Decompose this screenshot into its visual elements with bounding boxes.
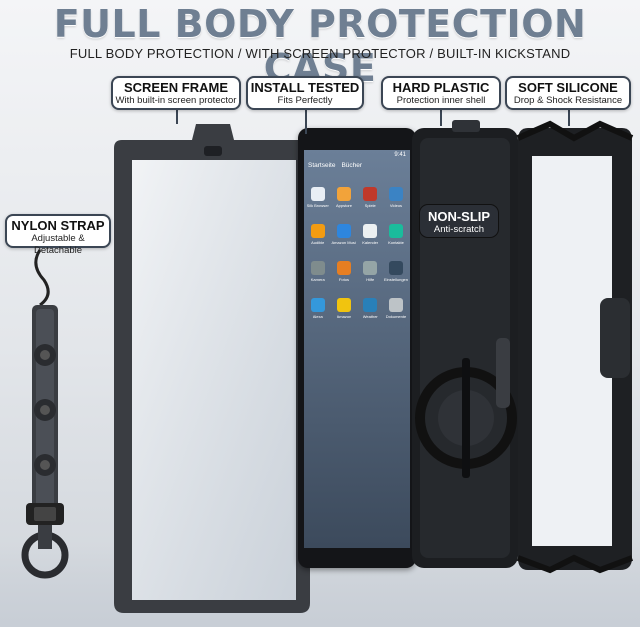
app-icon	[336, 187, 351, 201]
app-tile: Kontakte	[384, 224, 408, 245]
hard-plastic-shell-image	[412, 120, 518, 568]
app-label: Silk Browser	[306, 203, 329, 208]
app-icon	[388, 224, 403, 238]
tablet-image: 9:41 Startseite Bücher Silk Browser Appst…	[298, 128, 416, 568]
app-icon	[310, 187, 325, 201]
app-label: Spiele	[364, 203, 376, 208]
tab-buecher: Bücher	[341, 162, 363, 169]
app-label: Amazon	[336, 314, 352, 319]
app-icon	[388, 187, 403, 201]
sub-headline: FULL BODY PROTECTION / WITH SCREEN PROTE…	[69, 46, 571, 61]
tab-startseite: Startseite	[308, 162, 336, 169]
app-tile: Einstellungen	[384, 261, 408, 282]
app-tile: Amazon	[331, 298, 356, 319]
screen-frame-pointer	[176, 106, 178, 124]
app-tile: Videos	[384, 187, 408, 208]
app-tile: Dokumente	[384, 298, 408, 319]
app-tile: Weather	[358, 298, 381, 319]
install-tested-pointer	[305, 106, 307, 134]
screen-frame-image	[114, 124, 312, 613]
app-label: Weather	[362, 314, 378, 319]
app-tile: Alexa	[306, 298, 329, 319]
app-label: Kalender	[362, 240, 379, 245]
app-icon	[363, 298, 378, 312]
app-icon	[336, 224, 351, 238]
install-tested-callout: INSTALL TESTED Fits Perfectly	[246, 76, 364, 110]
app-label: Kamera	[310, 277, 325, 282]
app-icon	[363, 187, 378, 201]
soft-silicone-case-image	[516, 120, 634, 574]
app-icon	[336, 298, 351, 312]
app-label: Hilfe	[366, 277, 375, 282]
app-label: Alexa	[312, 314, 323, 319]
app-tile: Hilfe	[358, 261, 381, 282]
soft-silicone-subtitle: Drop & Shock Resistance	[513, 95, 623, 106]
app-icon	[388, 261, 403, 275]
app-icon	[310, 261, 325, 275]
status-bar: 9:41	[304, 150, 410, 160]
screen-tabs: Startseite Bücher	[304, 160, 410, 171]
non-slip-subtitle: Anti-scratch	[433, 224, 485, 235]
app-tile: Kamera	[306, 261, 329, 282]
app-label: Kontakte	[388, 240, 404, 245]
app-label: Amazon Music	[331, 240, 357, 245]
non-slip-title: NON-SLIP	[427, 209, 491, 224]
app-tile: Fotos	[331, 261, 356, 282]
status-time: 9:41	[394, 152, 406, 158]
soft-silicone-callout: SOFT SILICONE Drop & Shock Resistance	[505, 76, 631, 110]
app-icon	[310, 298, 325, 312]
install-tested-subtitle: Fits Perfectly	[277, 95, 333, 106]
install-tested-title: INSTALL TESTED	[250, 80, 360, 95]
tablet-screen: 9:41 Startseite Bücher Silk Browser Appst…	[304, 150, 410, 548]
app-icon	[310, 224, 325, 238]
hard-plastic-callout: HARD PLASTIC Protection inner shell	[381, 76, 501, 110]
app-tile: Silk Browser	[306, 187, 329, 208]
app-label: Dokumente	[385, 314, 407, 319]
hard-plastic-pointer	[440, 106, 442, 126]
app-label: Einstellungen	[383, 277, 408, 282]
soft-silicone-pointer	[568, 106, 570, 126]
app-label: Audible	[311, 240, 325, 245]
app-icon	[363, 261, 378, 275]
screen-frame-title: SCREEN FRAME	[123, 80, 228, 95]
hard-plastic-subtitle: Protection inner shell	[396, 95, 486, 106]
app-icon	[336, 261, 351, 275]
hard-plastic-title: HARD PLASTIC	[392, 80, 490, 95]
app-tile: Spiele	[358, 187, 381, 208]
app-tile: Kalender	[358, 224, 381, 245]
app-icon	[388, 298, 403, 312]
app-label: Fotos	[338, 277, 349, 282]
app-tile: Amazon Music	[331, 224, 356, 245]
nylon-strap-callout: NYLON STRAP Adjustable & Detachable	[5, 214, 111, 256]
nylon-strap-title: NYLON STRAP	[11, 218, 105, 233]
app-label: Appstore	[335, 203, 352, 208]
app-label: Videos	[389, 203, 403, 208]
soft-silicone-title: SOFT SILICONE	[518, 80, 618, 95]
screen-frame-subtitle: With built-in screen protector	[115, 95, 237, 106]
app-tile: Audible	[306, 224, 329, 245]
non-slip-callout: NON-SLIP Anti-scratch	[419, 204, 499, 238]
app-tile: Appstore	[331, 187, 356, 208]
app-icon	[363, 224, 378, 238]
nylon-strap-image	[21, 249, 69, 579]
screen-frame-callout: SCREEN FRAME With built-in screen protec…	[111, 76, 241, 110]
nylon-strap-subtitle: Adjustable & Detachable	[31, 233, 85, 256]
